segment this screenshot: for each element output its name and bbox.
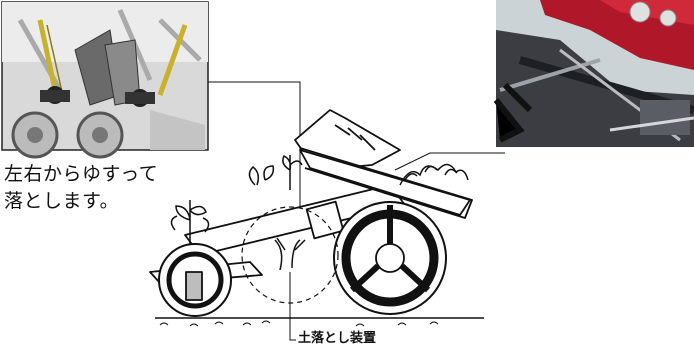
right-inset-photo: [493, 0, 694, 147]
plants: [170, 154, 469, 271]
device-callout-circle: [241, 206, 339, 304]
ground: [155, 317, 484, 327]
caption-line-2: 落とします。: [4, 190, 120, 212]
harvester-drawing: [149, 109, 473, 317]
left-inset-photo: [1, 1, 209, 159]
caption-line-1: 左右からゆすって: [4, 163, 159, 185]
caption-text: 左右からゆすって 落とします。: [4, 161, 158, 215]
device-label: 土落とし装置: [298, 331, 377, 346]
callout-lines: [208, 81, 505, 341]
